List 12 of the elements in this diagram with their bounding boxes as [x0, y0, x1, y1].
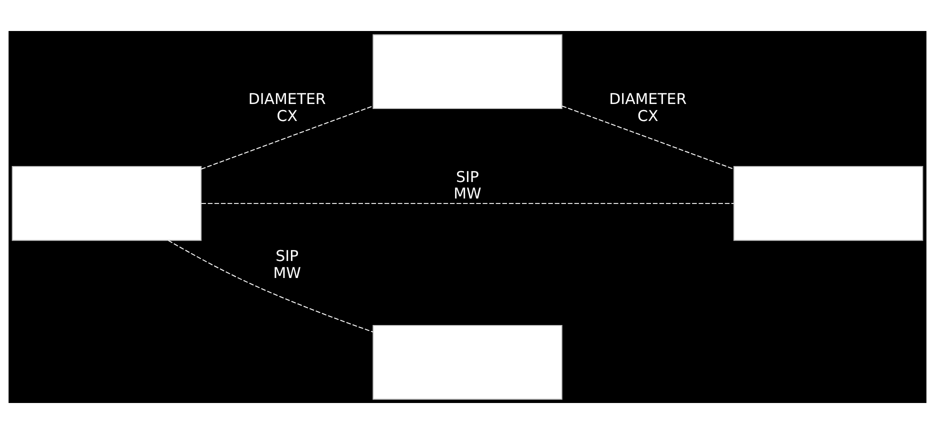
connector [200, 105, 374, 170]
node-box [12, 166, 202, 240]
node-box [372, 324, 562, 400]
connector [562, 105, 734, 169]
edge-label: SIP MW [454, 167, 482, 202]
connector [168, 240, 374, 332]
connector [200, 202, 734, 204]
node-box [733, 166, 924, 240]
edge-label: SIP MW [273, 246, 301, 282]
node-box [372, 34, 562, 109]
edge-label: DIAMETER CX [248, 90, 326, 125]
edge-label: DIAMETER CX [609, 90, 687, 125]
